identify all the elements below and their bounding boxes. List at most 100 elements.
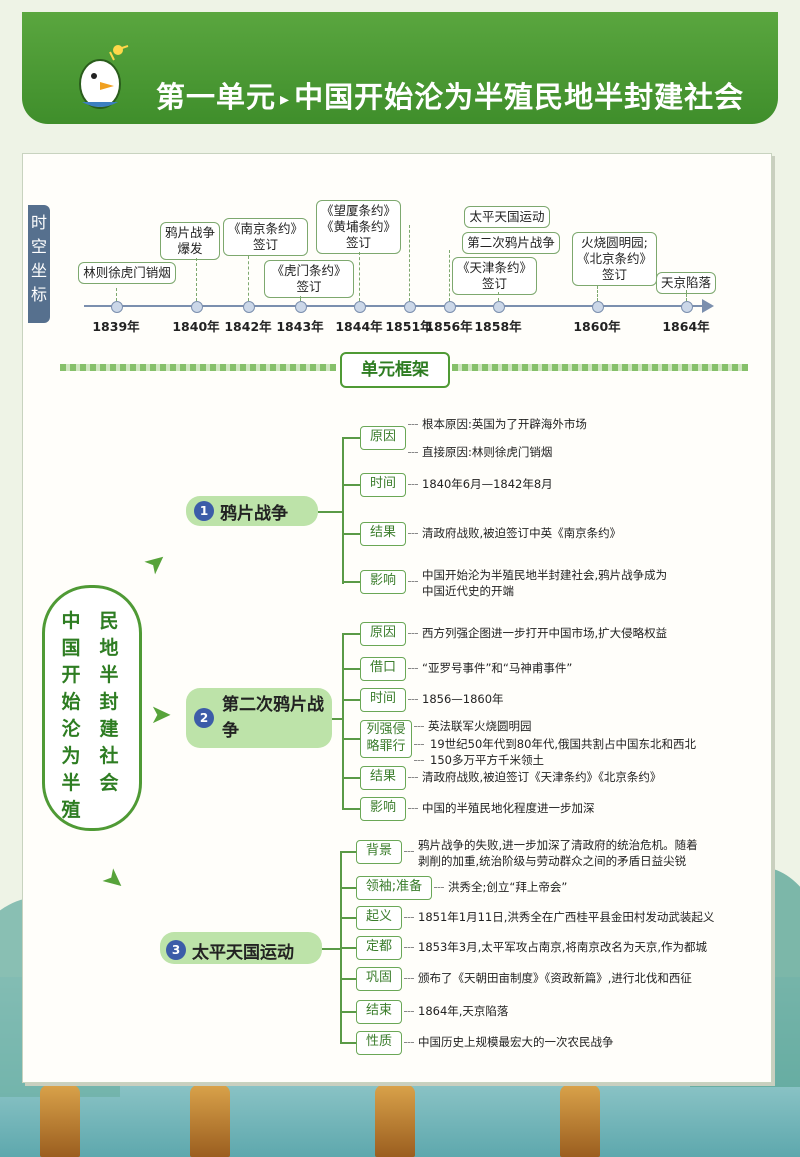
timeline-event: 鸦片战争 爆发 [160, 222, 221, 260]
desc-link [408, 633, 418, 634]
timeline-connector [359, 252, 360, 301]
center-text-col1: 中国开始沦为半殖 [61, 610, 81, 821]
timeline-connector [449, 250, 450, 301]
timeline-axis [84, 305, 704, 307]
timeline-year: 1842年 [224, 319, 272, 334]
section-title: 第二次鸦片战争 [222, 695, 324, 741]
timeline-dot [243, 301, 255, 313]
page-header: 第一单元▸中国开始沦为半殖民地半封建社会 [22, 12, 778, 124]
category-link [342, 777, 360, 779]
mascot-icon [79, 45, 129, 109]
timeline-event: 第二次鸦片战争 [462, 232, 560, 254]
timeline-event: 林则徐虎门销烟 [78, 262, 176, 284]
category-link [340, 1042, 356, 1044]
section-number: 2 [194, 708, 214, 728]
pagoda-decoration [375, 1085, 415, 1157]
category-box: 结果 [360, 766, 406, 790]
pagoda-decoration [190, 1085, 230, 1157]
desc-link [408, 581, 418, 582]
desc-link [408, 452, 418, 453]
timeline-year: 1843年 [276, 319, 324, 334]
branch-link [332, 718, 342, 720]
branch-trunk [342, 438, 344, 584]
category-box: 结束 [356, 1000, 402, 1024]
category-box: 原因 [360, 622, 406, 646]
branch-arrow-icon: ➤ [150, 700, 172, 730]
desc-link [408, 424, 418, 425]
category-link [342, 808, 360, 810]
description-text: 清政府战败,被迫签订中英《南京条约》 [422, 526, 622, 540]
section-title: 太平天国运动 [192, 943, 294, 963]
description-text: 1851年1月11日,洪秀全在广西桂平县金田村发动武装起义 [418, 910, 715, 924]
category-link [342, 533, 360, 535]
timeline-year: 1844年 [335, 319, 383, 334]
description-text: 1864年,天京陷落 [418, 1004, 509, 1018]
center-text-col2: 民地半封建社会 [99, 610, 119, 794]
description-text: 1840年6月—1842年8月 [422, 477, 553, 491]
section-number: 1 [194, 501, 214, 521]
desc-link [408, 484, 418, 485]
timeline-year: 1864年 [662, 319, 710, 334]
description-text: 英法联军火烧圆明园 [428, 719, 532, 733]
category-box: 借口 [360, 657, 406, 681]
category-link [340, 887, 356, 889]
desc-link [404, 851, 414, 852]
category-box: 定都 [356, 936, 402, 960]
description-text: 中国历史上规模最宏大的一次农民战争 [418, 1035, 614, 1049]
decorative-band [452, 364, 748, 371]
description-text: 150多万平方千米领土 [430, 753, 544, 767]
description-text: 19世纪50年代到80年代,俄国共割占中国东北和西北 [430, 737, 697, 751]
timeline-dot [191, 301, 203, 313]
category-link [342, 437, 360, 439]
desc-link [434, 887, 444, 888]
desc-link [404, 1011, 414, 1012]
description-text: 清政府战败,被迫签订《天津条约》《北京条约》 [422, 770, 662, 784]
category-link [342, 668, 360, 670]
desc-link [408, 808, 418, 809]
category-box: 背景 [356, 840, 402, 864]
category-box: 巩固 [356, 967, 402, 991]
timeline-dot [404, 301, 416, 313]
timeline-year: 1860年 [573, 319, 621, 334]
timeline-arrow-icon [702, 299, 714, 313]
category-box: 影响 [360, 797, 406, 821]
category-link [342, 699, 360, 701]
desc-link [404, 917, 414, 918]
section-number: 3 [166, 940, 186, 960]
category-box: 影响 [360, 570, 406, 594]
description-text: 颁布了《天朝田亩制度》《资政新篇》,进行北伐和西征 [418, 971, 692, 985]
category-box: 列强侵略罪行 [360, 720, 412, 758]
desc-link [404, 978, 414, 979]
desc-link [404, 947, 414, 948]
timeline-connector [498, 292, 499, 301]
description-text: 根本原因:英国为了开辟海外市场 [422, 417, 587, 431]
branch-link [322, 948, 340, 950]
category-box: 起义 [356, 906, 402, 930]
description-text: 剥削的加重,统治阶级与劳动群众之间的矛盾日益尖锐 [418, 854, 687, 868]
desc-link [408, 777, 418, 778]
category-box: 时间 [360, 473, 406, 497]
description-text: 西方列强企图进一步打开中国市场,扩大侵略权益 [422, 626, 668, 640]
category-link [340, 978, 356, 980]
category-link [340, 851, 356, 853]
timeline-year: 1851年 [385, 319, 433, 334]
category-link [340, 947, 356, 949]
category-box: 结果 [360, 522, 406, 546]
category-box: 领袖;准备 [356, 876, 432, 900]
description-text: 鸦片战争的失败,进一步加深了清政府的统治危机。随着 [418, 838, 698, 852]
category-box: 性质 [356, 1031, 402, 1055]
timeline-dot [111, 301, 123, 313]
category-box: 原因 [360, 426, 406, 450]
desc-link [408, 699, 418, 700]
page-title: 第一单元▸中国开始沦为半殖民地半封建社会 [156, 80, 745, 114]
timeline-event: 天京陷落 [656, 272, 717, 294]
timeline-dot [444, 301, 456, 313]
timeline-connector [409, 225, 410, 301]
category-link [340, 1011, 356, 1013]
timeline-dot [681, 301, 693, 313]
timeline-connector [248, 256, 249, 301]
branch-trunk [342, 633, 344, 808]
description-text: 中国开始沦为半殖民地半封建社会,鸦片战争成为 [422, 568, 668, 582]
timeline-dot [295, 301, 307, 313]
category-link [340, 917, 356, 919]
